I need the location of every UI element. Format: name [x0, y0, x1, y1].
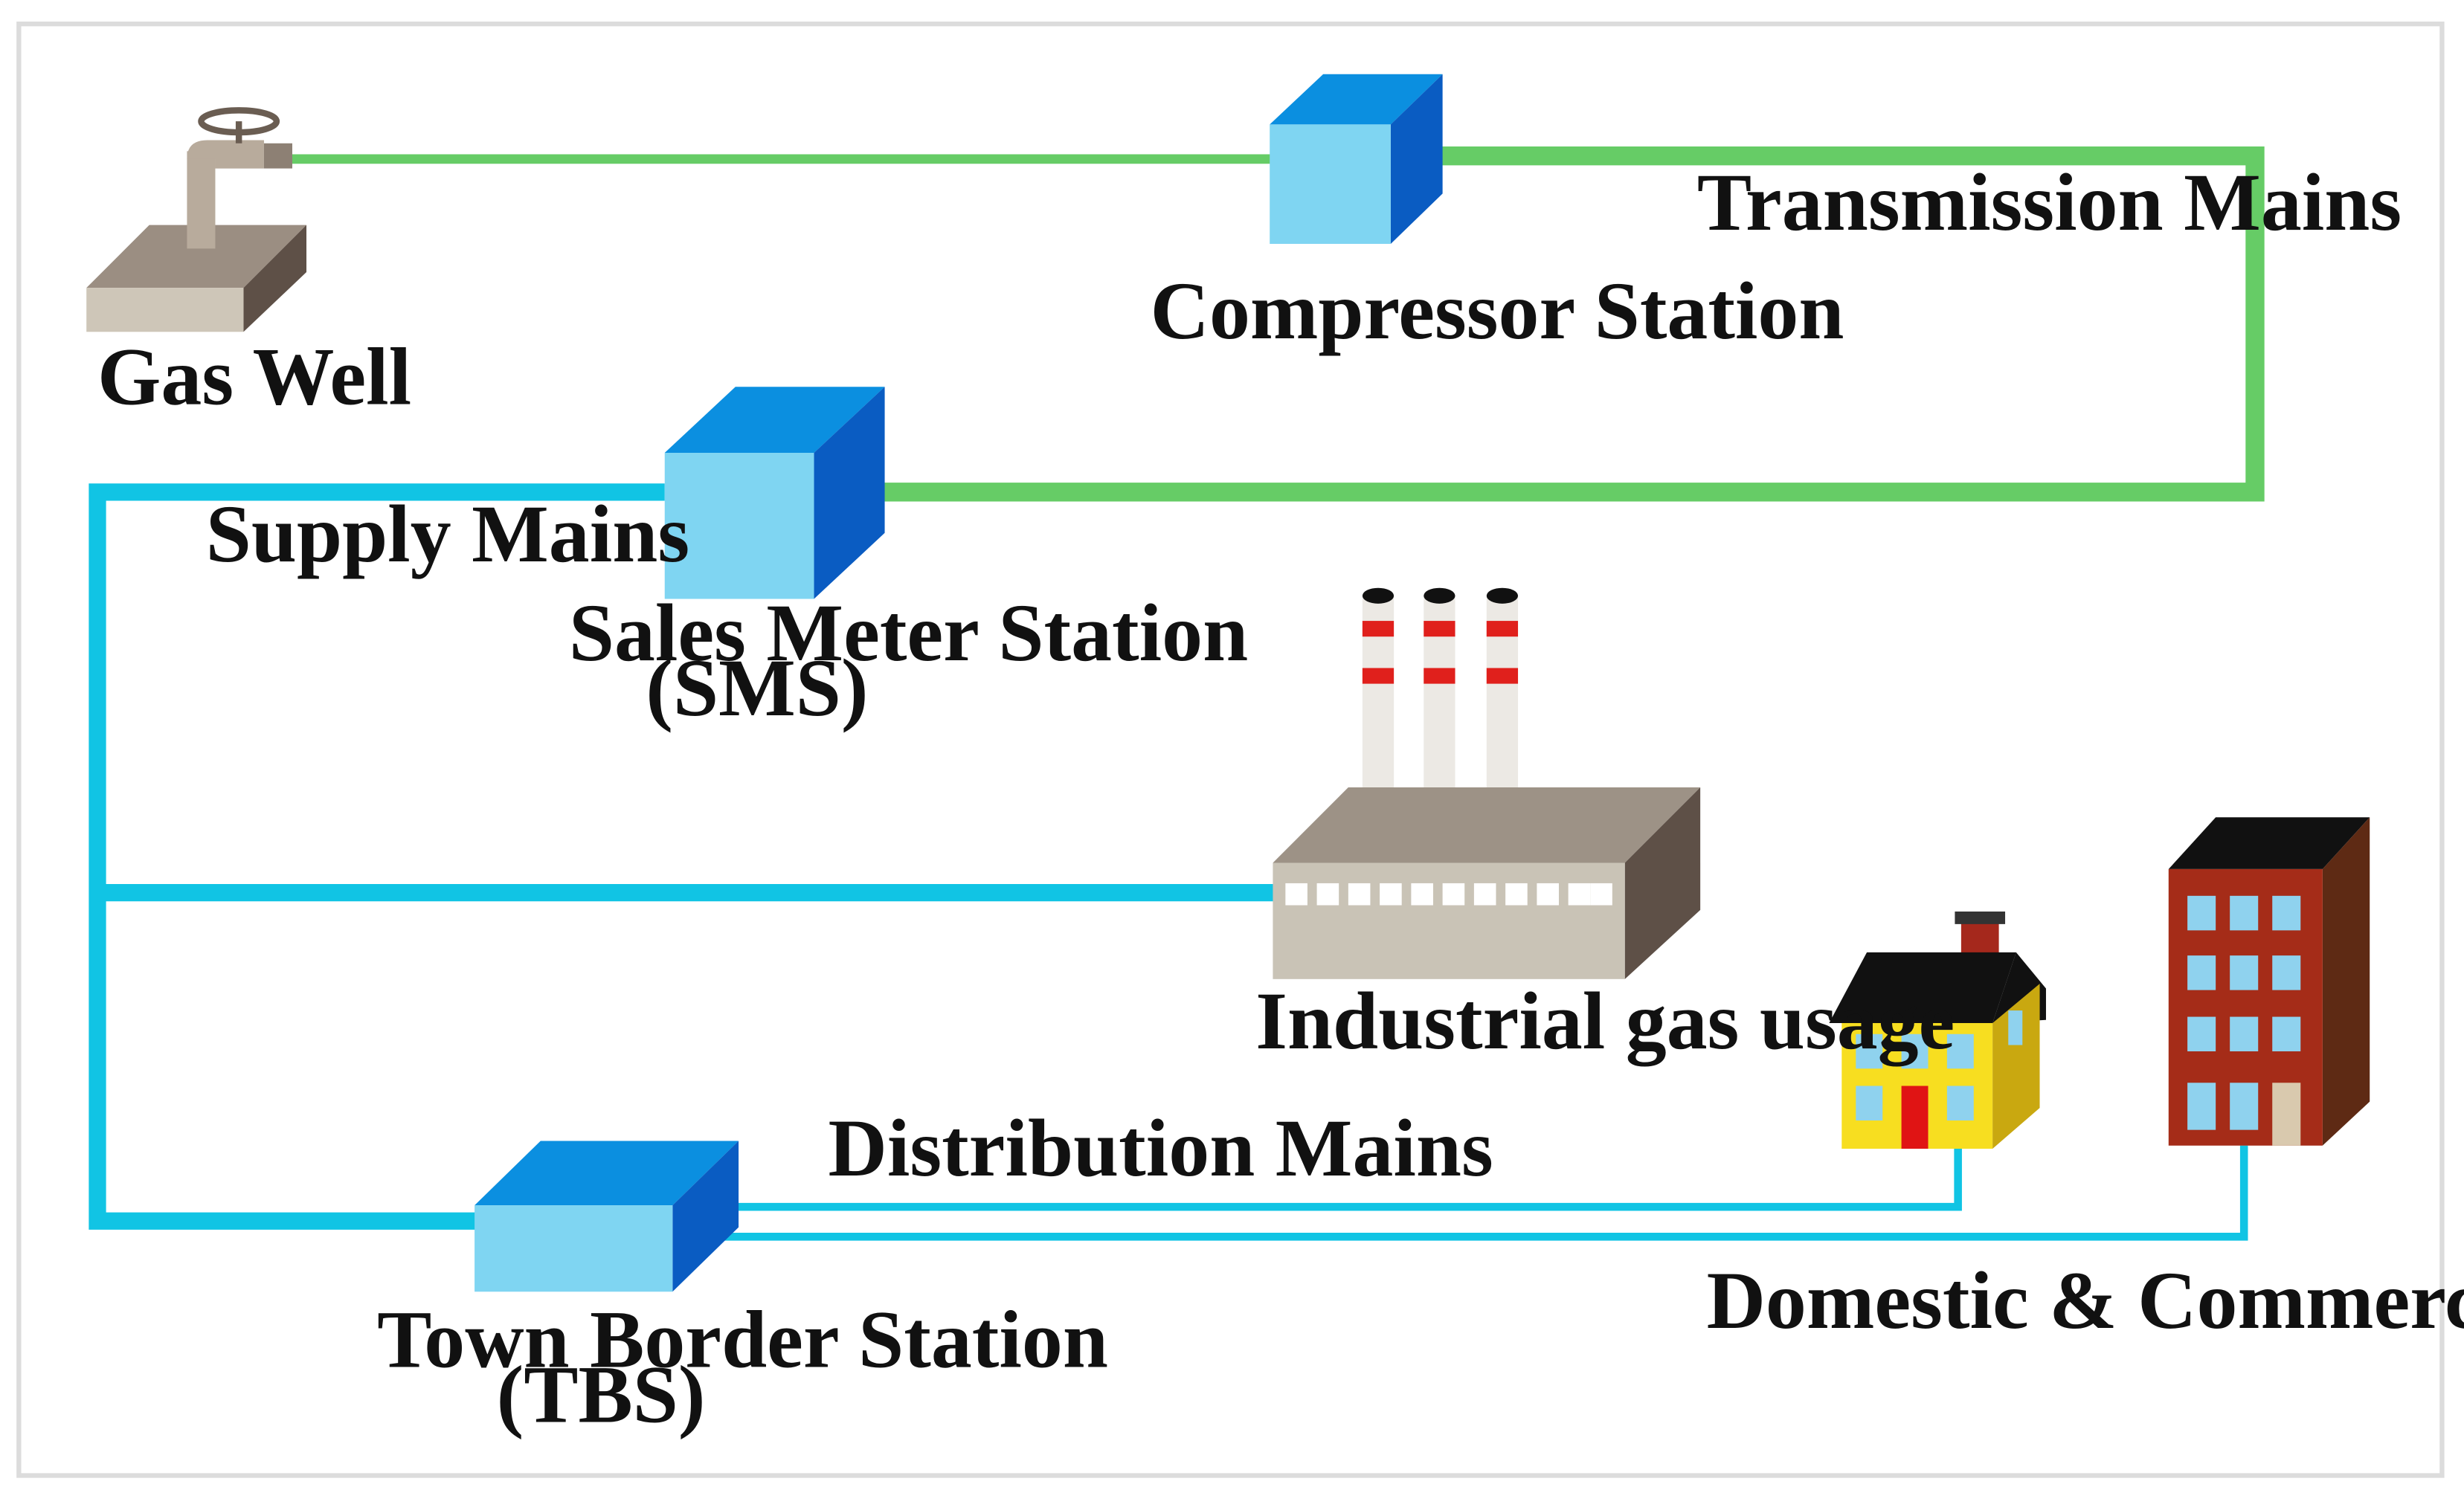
label-gas-well: Gas Well: [97, 332, 411, 422]
label-sales-meter-station-abbr: (SMS): [646, 642, 868, 733]
label-supply-mains: Supply Mains: [206, 488, 689, 579]
label-distribution-mains: Distribution Mains: [828, 1103, 1493, 1193]
label-town-border-station-abbr: (TBS): [497, 1349, 706, 1440]
label-town-border-station: Town Border Station: [377, 1294, 1108, 1385]
label-industrial-gas-usage: Industrial gas usage: [1255, 975, 1955, 1066]
supply-mains-pipe: [89, 483, 665, 1230]
label-transmission-mains: Transmission Mains: [1697, 157, 2402, 248]
house-icon: [1829, 911, 2046, 1149]
sales-meter-station-icon: [664, 387, 885, 599]
label-compressor-station: Compressor Station: [1151, 265, 1844, 356]
apartment-building-icon: [2168, 817, 2370, 1146]
house-door: [1901, 1086, 1929, 1149]
factory-windows: [1285, 883, 1612, 906]
transmission-mains-pipe: [856, 146, 2265, 502]
distribution-main-to-house: [726, 1149, 1962, 1211]
label-domestic-commercial-usage: Domestic & Commercial gas usage: [1707, 1255, 2464, 1346]
compressor-station-icon: [1270, 74, 1443, 244]
factory-icon: [1273, 587, 1701, 979]
label-sales-meter-station: Sales Meter Station: [569, 587, 1248, 678]
gas-well-icon: [86, 107, 307, 332]
town-border-station-icon: [475, 1141, 739, 1292]
distribution-main-to-building: [688, 1145, 2248, 1241]
building-door: [2272, 1083, 2301, 1146]
